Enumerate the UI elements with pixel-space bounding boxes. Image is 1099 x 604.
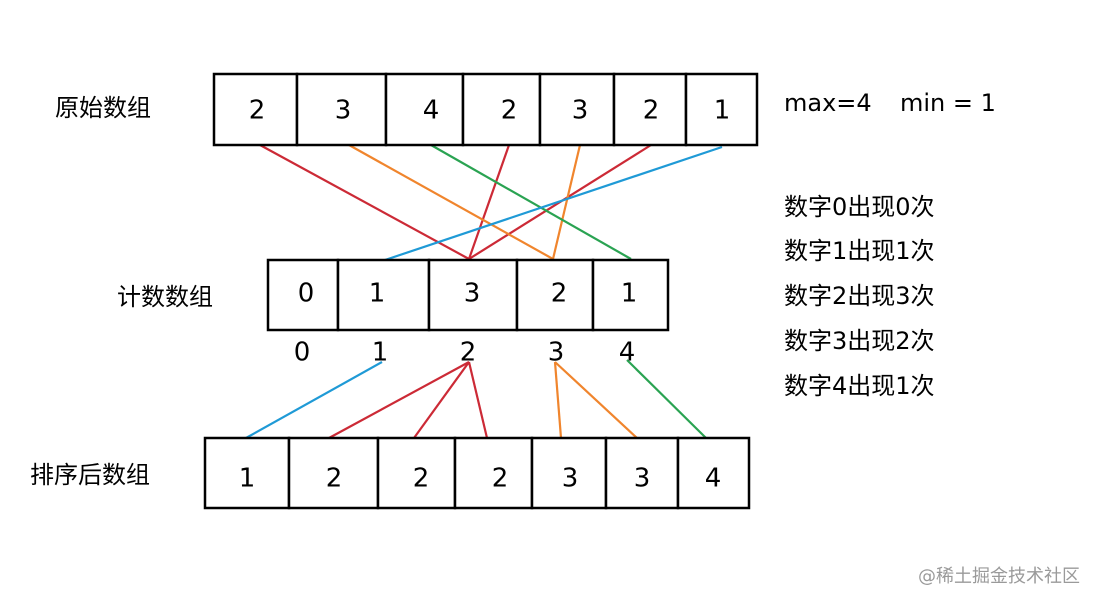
original-array: 2 3 4 2 3 2 1 — [212, 72, 759, 147]
original-value-0: 2 — [249, 96, 266, 126]
note-digit-1: 数字1出现1次 — [784, 237, 935, 265]
count-cell-3 — [515, 258, 595, 332]
sorted-value-3: 2 — [492, 464, 509, 494]
count-cell-2 — [427, 258, 519, 332]
connector-orig0-count2 — [259, 144, 470, 260]
count-index-2: 2 — [460, 338, 477, 368]
sorted-cell-1 — [287, 436, 380, 510]
connector-idx1-sorted0 — [245, 361, 383, 439]
count-value-2: 3 — [464, 279, 481, 309]
sorted-value-0: 1 — [239, 464, 256, 494]
count-index-4: 4 — [619, 338, 636, 368]
sorted-value-2: 2 — [413, 464, 430, 494]
count-cell-4 — [591, 258, 670, 332]
connector-idx3-sorted5 — [554, 361, 638, 439]
count-index-0: 0 — [294, 338, 311, 368]
connector-idx4-sorted6 — [626, 359, 707, 439]
connector-idx3-sorted4 — [553, 361, 563, 439]
sorted-cell-3 — [453, 436, 534, 510]
occurrence-notes: 数字0出现0次 数字1出现1次 数字2出现3次 数字3出现2次 数字4出现1次 — [784, 193, 935, 400]
count-value-4: 1 — [621, 279, 638, 309]
sorted-cell-5 — [604, 436, 680, 510]
label-sorted-array: 排序后数组 — [30, 461, 150, 489]
watermark-text: @稀土掘金技术社区 — [918, 566, 1080, 587]
original-value-3: 2 — [501, 96, 518, 126]
connector-orig4-count3 — [551, 144, 582, 260]
sorted-value-1: 2 — [326, 464, 343, 494]
count-array: 0 1 3 2 1 — [266, 258, 670, 332]
label-count-array: 计数数组 — [117, 283, 213, 311]
note-digit-3: 数字3出现2次 — [784, 327, 935, 355]
sorted-value-4: 3 — [562, 464, 579, 494]
original-value-4: 3 — [572, 96, 589, 126]
note-digit-4: 数字4出现1次 — [784, 372, 935, 400]
count-value-1: 1 — [369, 279, 386, 309]
sorted-cell-6 — [676, 436, 751, 510]
connector-idx2-sorted2 — [413, 361, 470, 439]
count-cell-0 — [266, 258, 340, 332]
sorted-array: 1 2 2 2 3 3 4 — [203, 436, 751, 510]
count-index-3: 3 — [548, 338, 565, 368]
original-cell-6 — [684, 72, 759, 147]
connector-idx2-sorted1 — [328, 361, 470, 439]
connector-idx2-sorted3 — [467, 361, 489, 439]
connector-orig3-count2 — [467, 144, 511, 260]
connector-lines — [245, 144, 723, 439]
original-cell-5 — [612, 72, 688, 147]
original-value-5: 2 — [643, 96, 660, 126]
original-value-2: 4 — [423, 96, 440, 126]
note-digit-2: 数字2出现3次 — [784, 282, 935, 310]
count-value-3: 2 — [551, 279, 568, 309]
count-index-1: 1 — [372, 338, 389, 368]
connector-orig2-count4 — [430, 144, 632, 260]
note-digit-0: 数字0出现0次 — [784, 193, 935, 221]
stat-max: max=4 — [784, 89, 872, 117]
connector-orig6-count1 — [381, 145, 723, 263]
stat-min: min = 1 — [900, 89, 996, 117]
count-value-0: 0 — [298, 279, 315, 309]
sorted-cell-4 — [530, 436, 608, 510]
sorted-value-5: 3 — [634, 464, 651, 494]
sorted-value-6: 4 — [705, 464, 722, 494]
sorted-cell-0 — [203, 436, 291, 510]
original-value-1: 3 — [335, 96, 352, 126]
original-value-6: 1 — [714, 96, 731, 126]
label-original-array: 原始数组 — [55, 94, 151, 122]
count-indices: 0 1 2 3 4 — [294, 338, 636, 368]
sorted-cell-2 — [376, 436, 457, 510]
connector-orig1-count3 — [348, 144, 554, 260]
